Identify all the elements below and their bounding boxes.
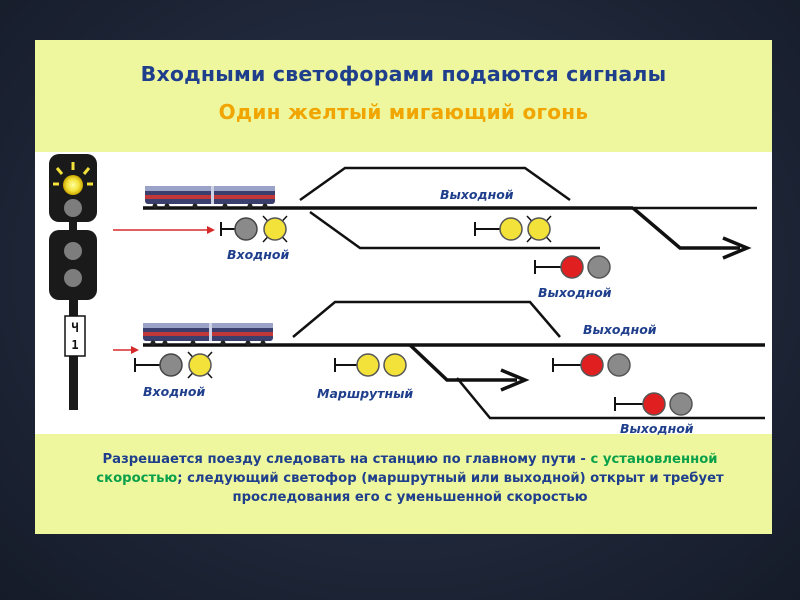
exit-signal-bottom-lower — [614, 392, 693, 416]
description-part-1: Разрешается поезду следовать на станцию … — [102, 452, 591, 467]
red-light — [642, 392, 666, 416]
signal-mast: Ч 1 — [49, 154, 97, 410]
slide-panel: Входными светофорами подаются сигналы Од… — [35, 40, 772, 534]
off-light — [64, 269, 82, 287]
off-light — [607, 353, 631, 377]
label-entry-top: Входной — [227, 247, 289, 262]
red-light — [560, 255, 584, 279]
mast-label-top: Ч — [71, 321, 78, 335]
label-exit-bottom-upper: Выходной — [583, 322, 657, 337]
entry-signal-bottom — [134, 351, 213, 379]
label-exit-bottom-lower: Выходной — [620, 421, 694, 436]
flashing-yellow-light — [262, 215, 288, 243]
track-diagram: Ч 1 — [49, 154, 765, 436]
flashing-yellow-light — [53, 162, 93, 195]
flashing-yellow-light — [187, 351, 213, 379]
label-exit-top-upper: Выходной — [440, 187, 514, 202]
top-track-diagram: Входной Выходной Выходной — [143, 166, 757, 300]
bottom-track-diagram: Входной Маршрутный Выходной — [134, 300, 765, 436]
label-entry-bottom: Входной — [143, 384, 205, 399]
yellow-light — [383, 353, 407, 377]
description-highlight: с установленной скоростью — [96, 452, 718, 486]
mast-label-bottom: 1 — [71, 338, 78, 352]
off-light — [587, 255, 611, 279]
lower-signal-head — [49, 230, 97, 300]
header-band — [35, 40, 772, 152]
footer-band — [35, 434, 772, 534]
off-light — [64, 242, 82, 260]
exit-signal-top-main — [474, 215, 552, 243]
route-signal — [334, 353, 407, 377]
entry-signal-top — [220, 215, 288, 243]
exit-signal-bottom-main — [552, 353, 631, 377]
label-route: Маршрутный — [317, 386, 413, 401]
signal-plate — [64, 315, 86, 357]
train-icon — [145, 186, 275, 209]
yellow-light — [356, 353, 380, 377]
off-light — [64, 199, 82, 217]
off-light — [669, 392, 693, 416]
slide-title: Входными светофорами подаются сигналы — [140, 62, 667, 86]
flashing-yellow-light — [526, 215, 552, 243]
pointer-arrows — [113, 226, 215, 354]
train-icon — [143, 323, 273, 346]
slide-subtitle: Один желтый мигающий огонь — [218, 100, 589, 124]
off-light — [234, 217, 258, 241]
yellow-light — [499, 217, 523, 241]
description-text: Разрешается поезду следовать на станцию … — [75, 450, 745, 507]
description-part-3: ; следующий светофор (маршрутный или вых… — [177, 471, 724, 505]
exit-signal-top-lower — [534, 255, 611, 279]
off-light — [159, 353, 183, 377]
label-exit-top-lower: Выходной — [538, 285, 612, 300]
red-light — [580, 353, 604, 377]
